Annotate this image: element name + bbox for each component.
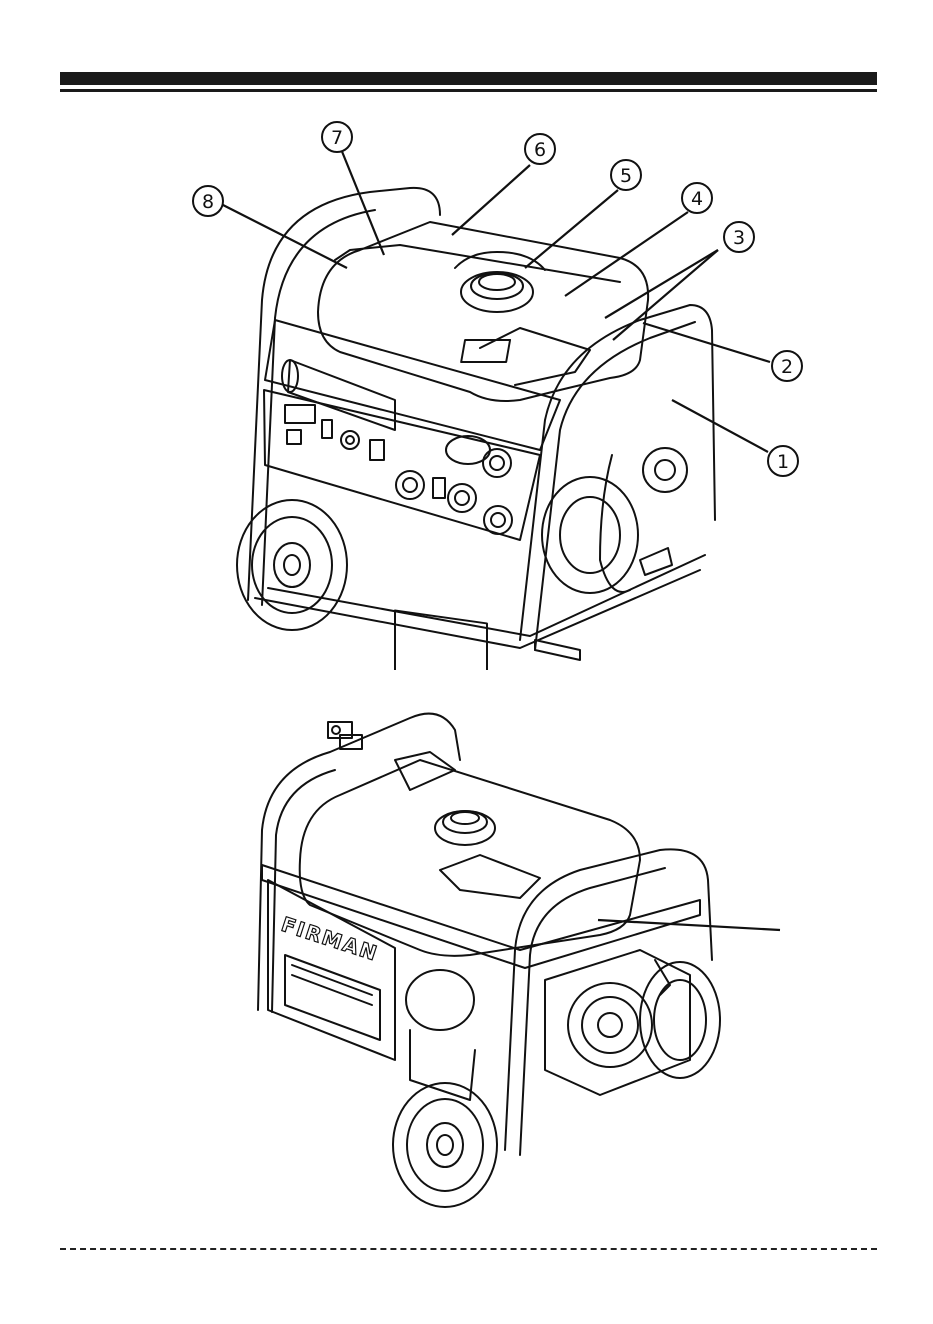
footer-dashed-rule <box>60 1248 877 1250</box>
recoil-starter <box>643 448 687 492</box>
callout-2: 2 <box>772 351 802 381</box>
callout-3: 3 <box>724 222 754 252</box>
generator-front-illustration: 8 7 6 5 4 3 2 1 <box>0 110 933 670</box>
leader-line-1 <box>672 400 768 452</box>
callout-8: 8 <box>193 186 223 216</box>
fuel-cap <box>435 811 495 845</box>
fuel-cap <box>461 272 533 312</box>
wheel-left <box>393 1083 497 1207</box>
callout-1: 1 <box>768 446 798 476</box>
hour-meter <box>285 405 315 423</box>
control-panel <box>264 390 540 540</box>
leader-line-6 <box>452 165 530 235</box>
callout-4-label: 4 <box>691 188 703 210</box>
callout-5-label: 5 <box>620 165 632 187</box>
callout-6: 6 <box>525 134 555 164</box>
leader-line-3b <box>613 250 718 340</box>
frame-tube-left <box>258 714 460 1010</box>
leader-line-5 <box>525 190 618 268</box>
callout-3-label: 3 <box>733 227 745 249</box>
leader-line-7 <box>341 149 384 255</box>
leader-line-unlabelled <box>598 920 780 930</box>
header-bar-thin <box>60 89 877 92</box>
outlet-3 <box>484 506 512 534</box>
frame-tube-right <box>505 849 712 1150</box>
generator-rear-illustration: FIRMAN <box>0 690 933 1220</box>
engine <box>545 950 690 1095</box>
header-bar-thick <box>60 72 877 85</box>
leader-line-8 <box>223 205 347 268</box>
leader-line-2 <box>643 323 770 362</box>
callout-5: 5 <box>611 160 641 190</box>
callout-8-label: 8 <box>202 191 214 213</box>
front-panel <box>268 880 395 1060</box>
leader-line-4 <box>565 212 688 296</box>
callout-1-label: 1 <box>777 451 789 473</box>
outlet-1 <box>396 471 424 499</box>
fuel-gauge-recess <box>480 328 590 385</box>
callout-7: 7 <box>322 122 352 152</box>
outlet-2 <box>448 484 476 512</box>
wheel-left <box>237 500 347 630</box>
fuel-gauge <box>395 752 455 790</box>
callout-4: 4 <box>682 183 712 213</box>
callout-2-label: 2 <box>781 356 793 378</box>
fuel-gauge <box>461 340 510 362</box>
alternator <box>542 477 638 593</box>
callout-7-label: 7 <box>331 127 343 149</box>
callout-6-label: 6 <box>534 139 546 161</box>
frame-tube-left-inner <box>262 210 375 605</box>
